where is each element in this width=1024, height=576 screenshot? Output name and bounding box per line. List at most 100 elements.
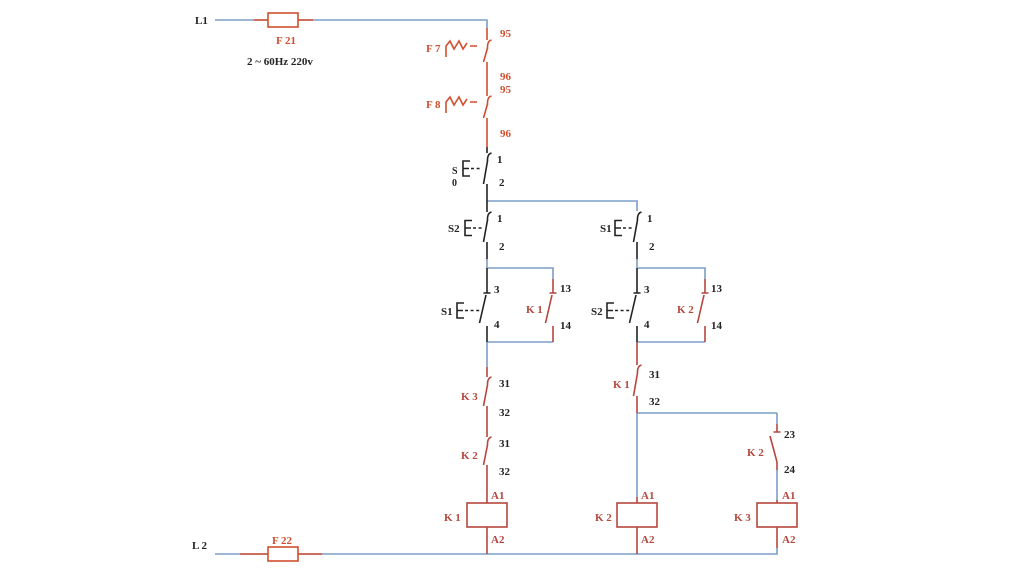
k1no-stubs — [549, 279, 557, 342]
s2nc-nc-contact-glyph — [482, 211, 492, 243]
coil-k1-label: K 1 — [444, 512, 461, 524]
contact-k2-nc — [482, 436, 492, 503]
f8-terminal-95: 95 — [500, 84, 512, 96]
k2aux-terminal-23: 23 — [784, 429, 796, 441]
s1no-label: S1 — [441, 306, 453, 318]
coil-k3-terminal-a2: A2 — [782, 534, 796, 546]
s0-label-line1: S — [452, 166, 458, 177]
k3nc-terminal-31: 31 — [499, 378, 510, 390]
s2no-terminal-4: 4 — [644, 319, 650, 331]
f8-nc-contact-glyph — [482, 95, 492, 119]
coil-k1-terminal-a2: A2 — [491, 534, 505, 546]
coil-k2-terminal-a1: A1 — [641, 490, 654, 502]
fuse-f22-symbol — [240, 546, 322, 562]
k1nc-terminal-32: 32 — [649, 396, 661, 408]
s0-terminal-1: 1 — [497, 154, 503, 166]
s1no-terminal-4: 4 — [494, 319, 500, 331]
k2aux-label: K 2 — [747, 447, 764, 459]
l2-label: L 2 — [192, 540, 207, 552]
k1nc-terminal-31: 31 — [649, 369, 660, 381]
s1nc-pushbutton-actuator-icon — [614, 219, 622, 237]
k1no-label: K 1 — [526, 304, 543, 316]
wire-l1-top — [215, 19, 488, 28]
s1no-pushbutton-actuator-icon — [456, 302, 464, 319]
overload-f7-contact — [445, 28, 492, 96]
k2no-label: K 2 — [677, 304, 694, 316]
coil-k2-label: K 2 — [595, 512, 612, 524]
s1nc-terminal-1: 1 — [647, 213, 653, 225]
s2nc-terminal-1: 1 — [497, 213, 503, 225]
button-s2-nc — [464, 211, 492, 259]
coil-k3-terminal-a1: A1 — [782, 490, 795, 502]
wire-loop1 — [487, 267, 554, 343]
s2no-contact-blade — [628, 294, 637, 324]
coil-k2-symbol — [616, 497, 658, 554]
s2nc-pushbutton-actuator-icon — [464, 219, 472, 237]
contact-k1-nc — [632, 342, 642, 413]
wire-l2-bottom — [215, 548, 778, 555]
contact-k2-aux-no — [769, 424, 781, 470]
fuse-f21-symbol — [254, 12, 313, 28]
button-s1-no — [456, 268, 491, 342]
s2nc-label: S2 — [448, 223, 460, 235]
k2no-terminal-14: 14 — [711, 320, 723, 332]
overload-f8-contact — [445, 95, 492, 147]
s1nc-nc-contact-glyph — [632, 211, 642, 243]
s2nc-terminal-2: 2 — [499, 241, 505, 253]
f7-thermal-trip-icon — [445, 39, 477, 57]
k1no-contact-blade — [544, 294, 553, 324]
k2aux-contact-blade — [769, 435, 778, 463]
stop-button-s0 — [462, 147, 492, 212]
f7-nc-contact-glyph — [482, 39, 492, 63]
s1no-stubs — [483, 268, 491, 342]
s1no-contact-blade — [478, 294, 487, 324]
fuse-f21-label: F 21 — [276, 35, 296, 47]
f7-label: F 7 — [426, 43, 441, 55]
k1nc-label: K 1 — [613, 379, 630, 391]
s2no-pushbutton-actuator-icon — [606, 302, 614, 319]
s0-label-line2: 0 — [452, 178, 457, 189]
coil-k1-symbol — [466, 502, 508, 554]
contact-k1-no — [544, 279, 557, 342]
supply-rating-label: 2 ~ 60Hz 220v — [247, 56, 313, 68]
wires — [215, 19, 778, 555]
wire-loop2 — [637, 267, 706, 343]
k2nc-terminal-31: 31 — [499, 438, 510, 450]
s2no-terminal-3: 3 — [644, 284, 650, 296]
coil-k2-terminal-a2: A2 — [641, 534, 655, 546]
k2nc-contact-glyph — [482, 436, 492, 466]
coil-k1-terminal-a1: A1 — [491, 490, 504, 502]
s0-terminal-2: 2 — [499, 177, 505, 189]
f7-terminal-96: 96 — [500, 71, 512, 83]
k2nc-label: K 2 — [461, 450, 478, 462]
s2no-stubs — [633, 268, 641, 342]
s2no-label: S2 — [591, 306, 603, 318]
wire-junction-row2 — [487, 200, 638, 211]
contact-k3-nc — [482, 367, 492, 437]
k3nc-contact-glyph — [482, 376, 492, 407]
coil-k1-body — [466, 502, 508, 528]
k1nc-contact-glyph — [632, 364, 642, 397]
fuse-f22-body — [267, 546, 299, 562]
s1nc-label: S1 — [600, 223, 612, 235]
k2aux-terminal-24: 24 — [784, 464, 796, 476]
coil-k3-label: K 3 — [734, 512, 751, 524]
k1no-terminal-13: 13 — [560, 283, 572, 295]
k2nc-terminal-32: 32 — [499, 466, 511, 478]
k3nc-label: K 3 — [461, 391, 478, 403]
k2no-contact-blade — [696, 294, 705, 324]
s1no-terminal-3: 3 — [494, 284, 500, 296]
k1no-terminal-14: 14 — [560, 320, 572, 332]
s1nc-terminal-2: 2 — [649, 241, 655, 253]
button-s2-no — [606, 268, 641, 342]
fuse-f21-body — [267, 12, 299, 28]
s0-nc-contact-glyph — [482, 152, 492, 185]
f8-thermal-trip-icon — [445, 95, 477, 113]
s0-pushbutton-actuator-icon — [462, 160, 470, 177]
f7-terminal-95: 95 — [500, 28, 512, 40]
k2no-terminal-13: 13 — [711, 283, 723, 295]
l1-label: L1 — [195, 15, 208, 27]
f8-label: F 8 — [426, 99, 441, 111]
